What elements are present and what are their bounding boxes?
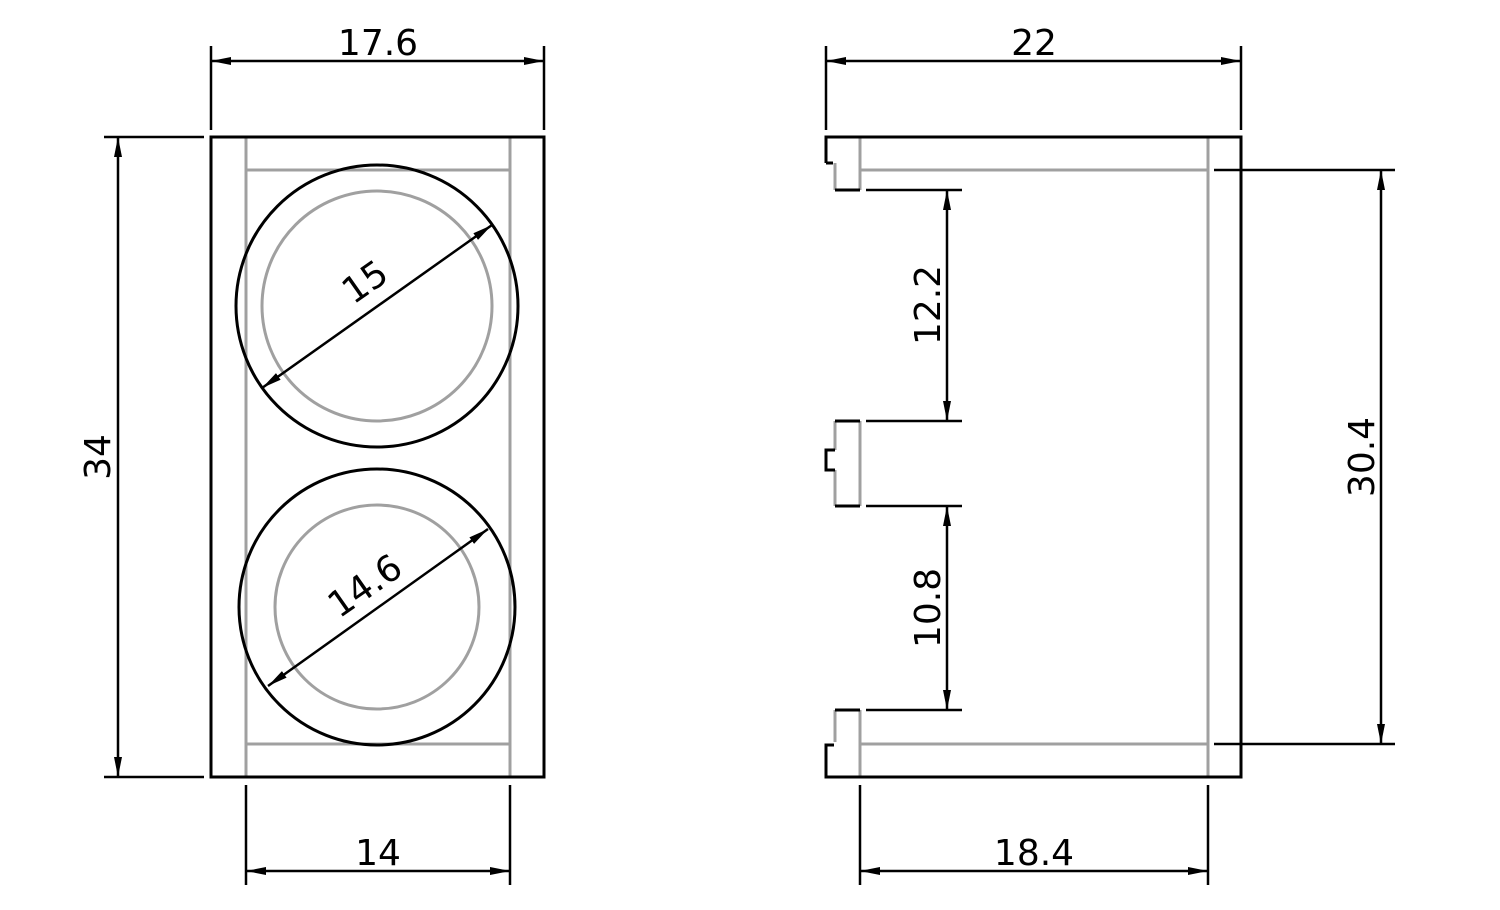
side-view: 12.2 10.8 22 18.4 30.4 (824, 23, 1395, 885)
top-hole (234, 163, 520, 449)
inner-height-label: 30.4 (1342, 417, 1383, 497)
inner-depth-label: 18.4 (994, 833, 1074, 874)
top-hole-diameter-label: 15 (335, 253, 396, 313)
height-label: 34 (78, 434, 119, 480)
top-diameter-line (261, 223, 493, 390)
upper-gap-label: 12.2 (908, 265, 949, 345)
front-view: 15 14.6 17.6 34 14 (78, 23, 546, 885)
depth-label: 22 (1011, 23, 1057, 64)
lower-gap-label: 10.8 (908, 568, 949, 648)
bottom-diameter-line (267, 527, 489, 688)
inner-width-label: 14 (355, 833, 401, 874)
width-label: 17.6 (338, 23, 418, 64)
bottom-hole (237, 467, 517, 747)
body-outline (209, 135, 546, 779)
bottom-hole-diameter-label: 14.6 (321, 547, 410, 627)
